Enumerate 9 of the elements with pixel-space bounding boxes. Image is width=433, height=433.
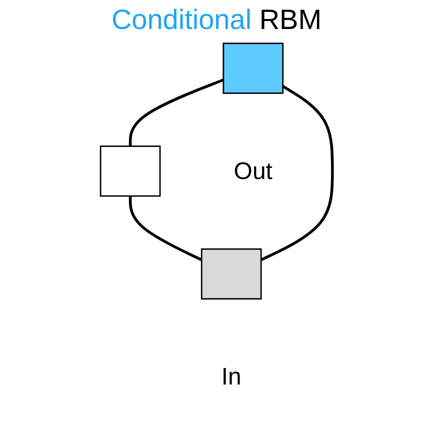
connector — [128, 78, 224, 146]
connector — [260, 85, 334, 262]
node-box — [222, 42, 284, 94]
node-label: Out — [234, 156, 272, 184]
diagram-title: Conditional RBM — [110, 4, 323, 36]
node-label: In — [221, 362, 242, 390]
connector — [128, 196, 202, 262]
node-box — [200, 248, 262, 300]
node-box — [100, 146, 161, 197]
